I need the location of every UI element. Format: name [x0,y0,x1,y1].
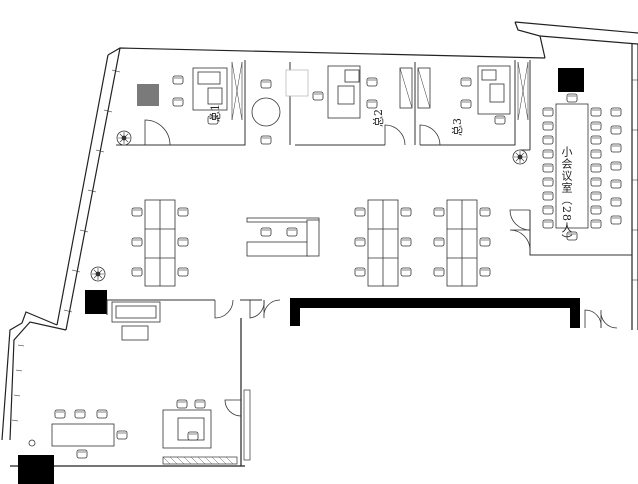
office-2-label: 总2 [372,109,385,127]
office-1-label: 总1 [209,104,222,122]
structural-columns [18,68,584,484]
office-2-furniture [312,65,431,119]
office-1-furniture [116,67,228,146]
meeting-room-label: 小会议室（28人） [560,146,573,246]
outer-walls [1,21,638,467]
lower-office-furniture [28,301,212,459]
meeting-room-furniture [512,93,622,241]
office-3-label: 总3 [451,118,464,136]
office-3-furniture [460,65,511,125]
lounge-furniture [251,69,309,145]
doors [144,119,618,417]
open-office-workstations [90,199,491,287]
planter-box [137,84,159,106]
